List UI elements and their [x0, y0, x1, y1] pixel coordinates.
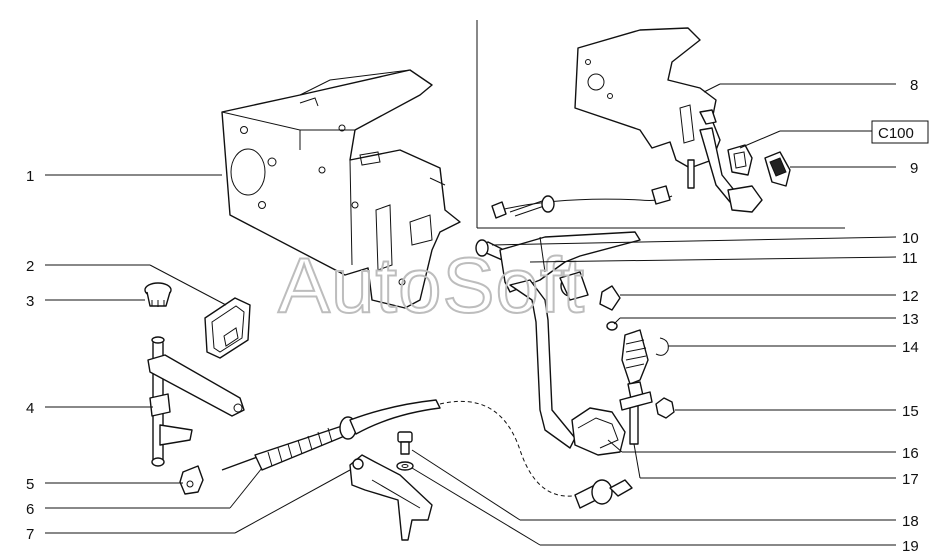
bolt-part	[397, 431, 413, 455]
inset-frame	[476, 20, 845, 229]
callout-12: 12	[902, 288, 919, 305]
callout-numbers: 1 2 3 4 5 6 7 8 9 10 11 12 13 14 15 16 1…	[26, 77, 919, 555]
callout-6: 6	[26, 501, 34, 518]
washer-part	[396, 461, 414, 471]
callout-5: 5	[26, 476, 34, 493]
callout-15: 15	[902, 403, 919, 420]
c100-label-box: C100	[871, 120, 929, 144]
callout-17: 17	[902, 471, 919, 488]
pedal-bracket-main	[221, 69, 461, 309]
clip-part	[179, 465, 204, 495]
callout-16: 16	[902, 445, 919, 462]
callout-1: 1	[26, 168, 34, 185]
callout-10: 10	[902, 230, 919, 247]
callout-14: 14	[902, 339, 919, 356]
callout-18: 18	[902, 513, 919, 530]
callout-8: 8	[910, 77, 918, 94]
watermark-text: AutoSoft	[278, 241, 585, 329]
callout-13: 13	[902, 311, 919, 328]
callout-7: 7	[26, 526, 34, 543]
leader-lines	[45, 83, 897, 546]
c100-label-text: C100	[878, 125, 914, 142]
mounting-bracket-part	[349, 454, 433, 541]
callout-4: 4	[26, 400, 34, 417]
callout-3: 3	[26, 293, 34, 310]
pedal-pad-part	[204, 297, 251, 359]
inset-assembly	[491, 27, 791, 219]
callout-19: 19	[902, 538, 919, 555]
lever-shaft-part	[147, 336, 245, 467]
callout-9: 9	[910, 160, 918, 177]
callout-2: 2	[26, 258, 34, 275]
clutch-cable-part	[221, 399, 633, 509]
plug-cap-part	[144, 282, 172, 307]
callout-11: 11	[902, 250, 918, 267]
